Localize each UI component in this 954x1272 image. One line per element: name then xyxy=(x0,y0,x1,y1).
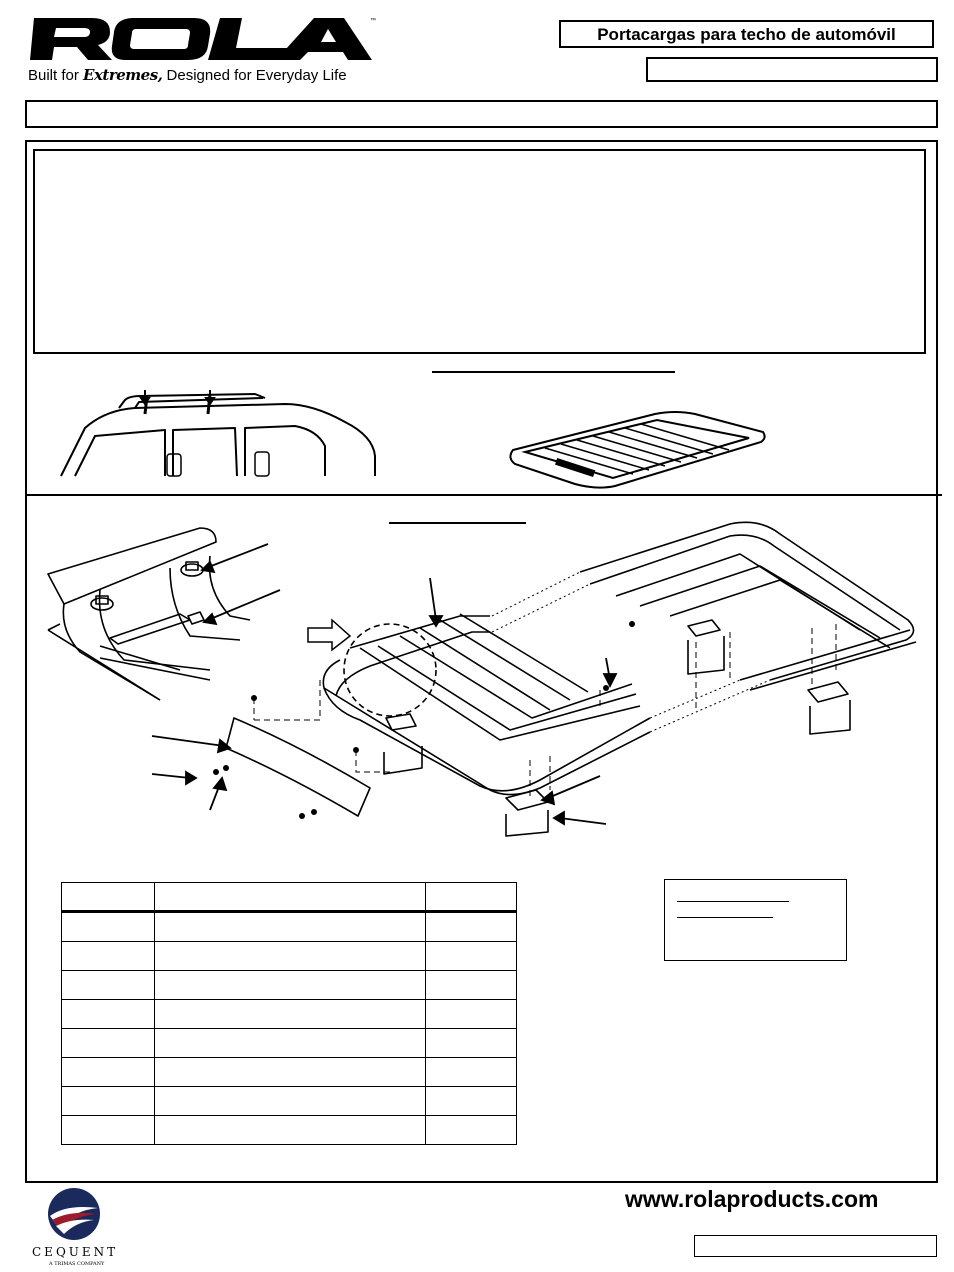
table-cell xyxy=(61,941,155,971)
table-row xyxy=(61,1115,517,1145)
table-row xyxy=(61,1057,517,1087)
instructions-banner xyxy=(25,100,938,128)
vehicle-roof-rails-illustration xyxy=(60,390,376,477)
table-cell xyxy=(153,1115,427,1145)
table-cell xyxy=(61,970,155,1000)
table-cell xyxy=(425,911,517,942)
wind-fairing-panel xyxy=(225,717,371,817)
svg-text:™: ™ xyxy=(370,17,376,24)
table-header-row xyxy=(61,882,517,913)
table-cell xyxy=(61,1086,155,1116)
table-cell xyxy=(153,941,427,971)
table-cell xyxy=(61,882,155,913)
table-cell xyxy=(425,1115,517,1145)
table-cell xyxy=(425,1057,517,1087)
note-rule xyxy=(677,917,773,918)
table-row xyxy=(61,1086,517,1116)
company-name: CEQUENT xyxy=(32,1245,119,1259)
website-link[interactable]: www.rolaproducts.com xyxy=(625,1186,879,1212)
assembly-heading-rule xyxy=(389,522,526,524)
table-row xyxy=(61,999,517,1029)
table-cell xyxy=(153,1086,427,1116)
table-row xyxy=(61,941,517,971)
main-frame xyxy=(25,140,938,1183)
table-cell xyxy=(425,999,517,1029)
table-cell xyxy=(153,1028,427,1058)
warning-box xyxy=(33,149,926,354)
product-title: Portacargas para techo de automóvil xyxy=(559,20,934,48)
table-cell xyxy=(61,1115,155,1145)
parts-list-table xyxy=(61,882,517,1145)
note-box xyxy=(664,879,847,961)
table-cell xyxy=(61,999,155,1029)
table-row xyxy=(61,970,517,1000)
document-number-box xyxy=(694,1235,937,1257)
table-cell xyxy=(425,1028,517,1058)
table-cell xyxy=(153,970,427,1000)
cequent-globe-icon xyxy=(48,1188,100,1240)
table-cell xyxy=(425,941,517,971)
table-row xyxy=(61,911,517,942)
table-cell xyxy=(153,1057,427,1087)
basket-rear-frame xyxy=(579,521,915,681)
section-divider xyxy=(27,494,942,496)
table-cell xyxy=(153,911,427,942)
brand-tagline: Built for Extremes, Designed for Everyda… xyxy=(28,66,347,84)
cargo-basket-illustration xyxy=(509,411,766,489)
section-heading-rule xyxy=(432,371,675,373)
table-cell xyxy=(61,911,155,942)
model-number-box xyxy=(646,57,938,82)
table-cell xyxy=(153,999,427,1029)
note-rule xyxy=(677,901,789,902)
table-cell xyxy=(425,1086,517,1116)
table-cell xyxy=(425,882,517,913)
rola-logo-icon: ™ xyxy=(30,17,376,60)
table-cell xyxy=(61,1028,155,1058)
table-row xyxy=(61,1028,517,1058)
table-cell xyxy=(61,1057,155,1087)
detail-fairing-panel xyxy=(47,527,217,605)
table-cell xyxy=(425,970,517,1000)
table-cell xyxy=(153,882,427,913)
assembly-exploded-diagram xyxy=(47,521,917,837)
company-subtitle: A TRIMAS COMPANY xyxy=(49,1261,105,1267)
